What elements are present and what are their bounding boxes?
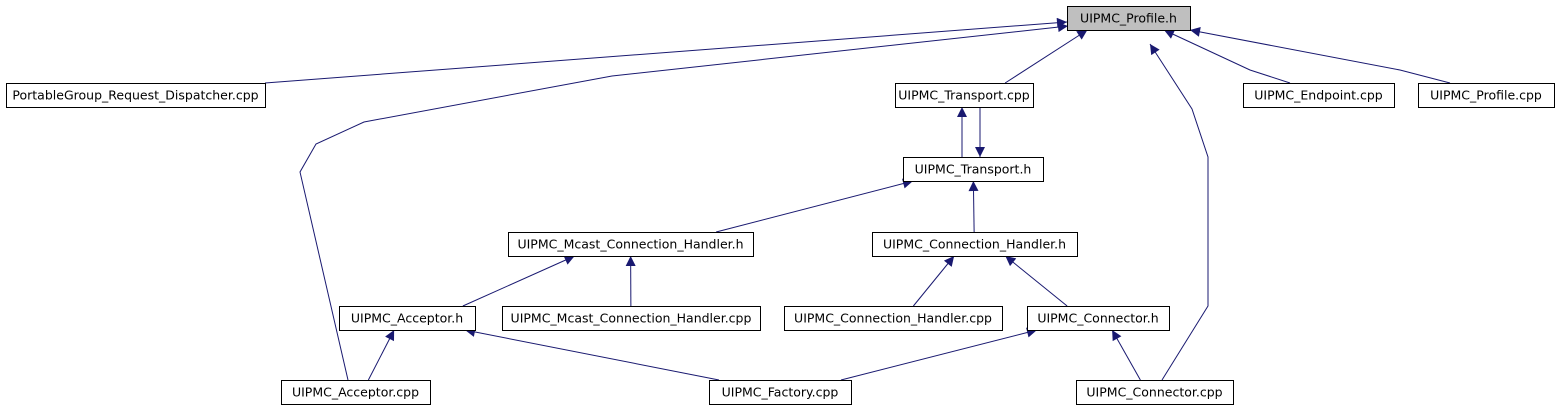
node-transport-cpp[interactable]: UIPMC_Transport.cpp [895, 83, 1034, 108]
node-label: UIPMC_Mcast_Connection_Handler.cpp [511, 311, 752, 326]
node-box [339, 306, 476, 331]
nodes-layer: UIPMC_Profile.hPortableGroup_Request_Dis… [6, 6, 1555, 405]
node-label: UIPMC_Endpoint.cpp [1254, 88, 1383, 103]
node-box [1076, 380, 1234, 405]
node-conn-handler-cpp[interactable]: UIPMC_Connection_Handler.cpp [784, 306, 1003, 331]
node-factory-cpp[interactable]: UIPMC_Factory.cpp [709, 380, 852, 405]
edge-acceptor-h-to-mcast-handler-h [462, 255, 575, 307]
edge-mcast-handler-h-to-transport-h [715, 178, 914, 233]
node-conn-handler-h[interactable]: UIPMC_Connection_Handler.h [872, 232, 1078, 257]
node-label: UIPMC_Acceptor.cpp [292, 385, 419, 400]
node-label: UIPMC_Mcast_Connection_Handler.h [517, 237, 743, 252]
node-box [502, 306, 761, 331]
node-box [6, 83, 266, 108]
node-box [903, 157, 1044, 182]
node-profile-cpp[interactable]: UIPMC_Profile.cpp [1418, 83, 1555, 108]
node-label: UIPMC_Factory.cpp [722, 385, 839, 400]
node-label: UIPMC_Connection_Handler.h [883, 237, 1066, 252]
edge-profile-cpp-to-profile-h [1189, 26, 1451, 84]
node-label: UIPMC_Connector.h [1037, 311, 1158, 326]
node-box [1243, 83, 1395, 108]
node-box [709, 380, 852, 405]
node-acceptor-cpp[interactable]: UIPMC_Acceptor.cpp [281, 380, 431, 405]
edge-acceptor-cpp-to-profile-h [299, 22, 1069, 381]
node-box [1067, 6, 1191, 31]
node-box [784, 306, 1003, 331]
node-endpoint-cpp[interactable]: UIPMC_Endpoint.cpp [1243, 83, 1395, 108]
edge-pg-dispatcher-to-profile-h [264, 17, 1068, 84]
node-label: UIPMC_Connector.cpp [1086, 385, 1222, 400]
node-mcast-handler-cpp[interactable]: UIPMC_Mcast_Connection_Handler.cpp [502, 306, 761, 331]
node-label: UIPMC_Connection_Handler.cpp [794, 311, 992, 326]
node-label: UIPMC_Profile.cpp [1430, 88, 1542, 103]
node-label: UIPMC_Transport.cpp [898, 88, 1030, 103]
node-box [508, 232, 754, 257]
node-transport-h[interactable]: UIPMC_Transport.h [903, 157, 1044, 182]
node-box [281, 380, 431, 405]
edge-factory-cpp-to-connector-h [840, 327, 1038, 381]
node-label: PortableGroup_Request_Dispatcher.cpp [12, 88, 258, 103]
node-connector-cpp[interactable]: UIPMC_Connector.cpp [1076, 380, 1234, 405]
edge-acceptor-cpp-to-acceptor-h [367, 329, 395, 381]
edge-connector-cpp-to-connector-h [1111, 329, 1141, 381]
node-mcast-handler-h[interactable]: UIPMC_Mcast_Connection_Handler.h [508, 232, 754, 257]
node-acceptor-h[interactable]: UIPMC_Acceptor.h [339, 306, 476, 331]
edge-connector-h-to-conn-handler-h [1005, 255, 1068, 307]
edge-connector-cpp-to-profile-h [1149, 43, 1209, 381]
node-profile-h: UIPMC_Profile.h [1067, 6, 1191, 31]
node-label: UIPMC_Transport.h [915, 162, 1032, 177]
node-box [1418, 83, 1555, 108]
edges-layer [264, 17, 1451, 381]
node-box [872, 232, 1078, 257]
edge-conn-handler-h-to-transport-h [968, 180, 979, 233]
node-label: UIPMC_Profile.h [1080, 11, 1177, 26]
edge-conn-handler-cpp-to-conn-handler-h [912, 255, 955, 307]
node-pg-dispatcher[interactable]: PortableGroup_Request_Dispatcher.cpp [6, 83, 266, 108]
edge-factory-cpp-to-acceptor-h [464, 327, 720, 381]
edge-transport-cpp-to-profile-h [1004, 29, 1088, 84]
edge-endpoint-cpp-to-profile-h [1163, 29, 1291, 84]
node-connector-h[interactable]: UIPMC_Connector.h [1027, 306, 1170, 331]
node-label: UIPMC_Acceptor.h [351, 311, 463, 326]
node-box [895, 83, 1034, 108]
node-box [1027, 306, 1170, 331]
